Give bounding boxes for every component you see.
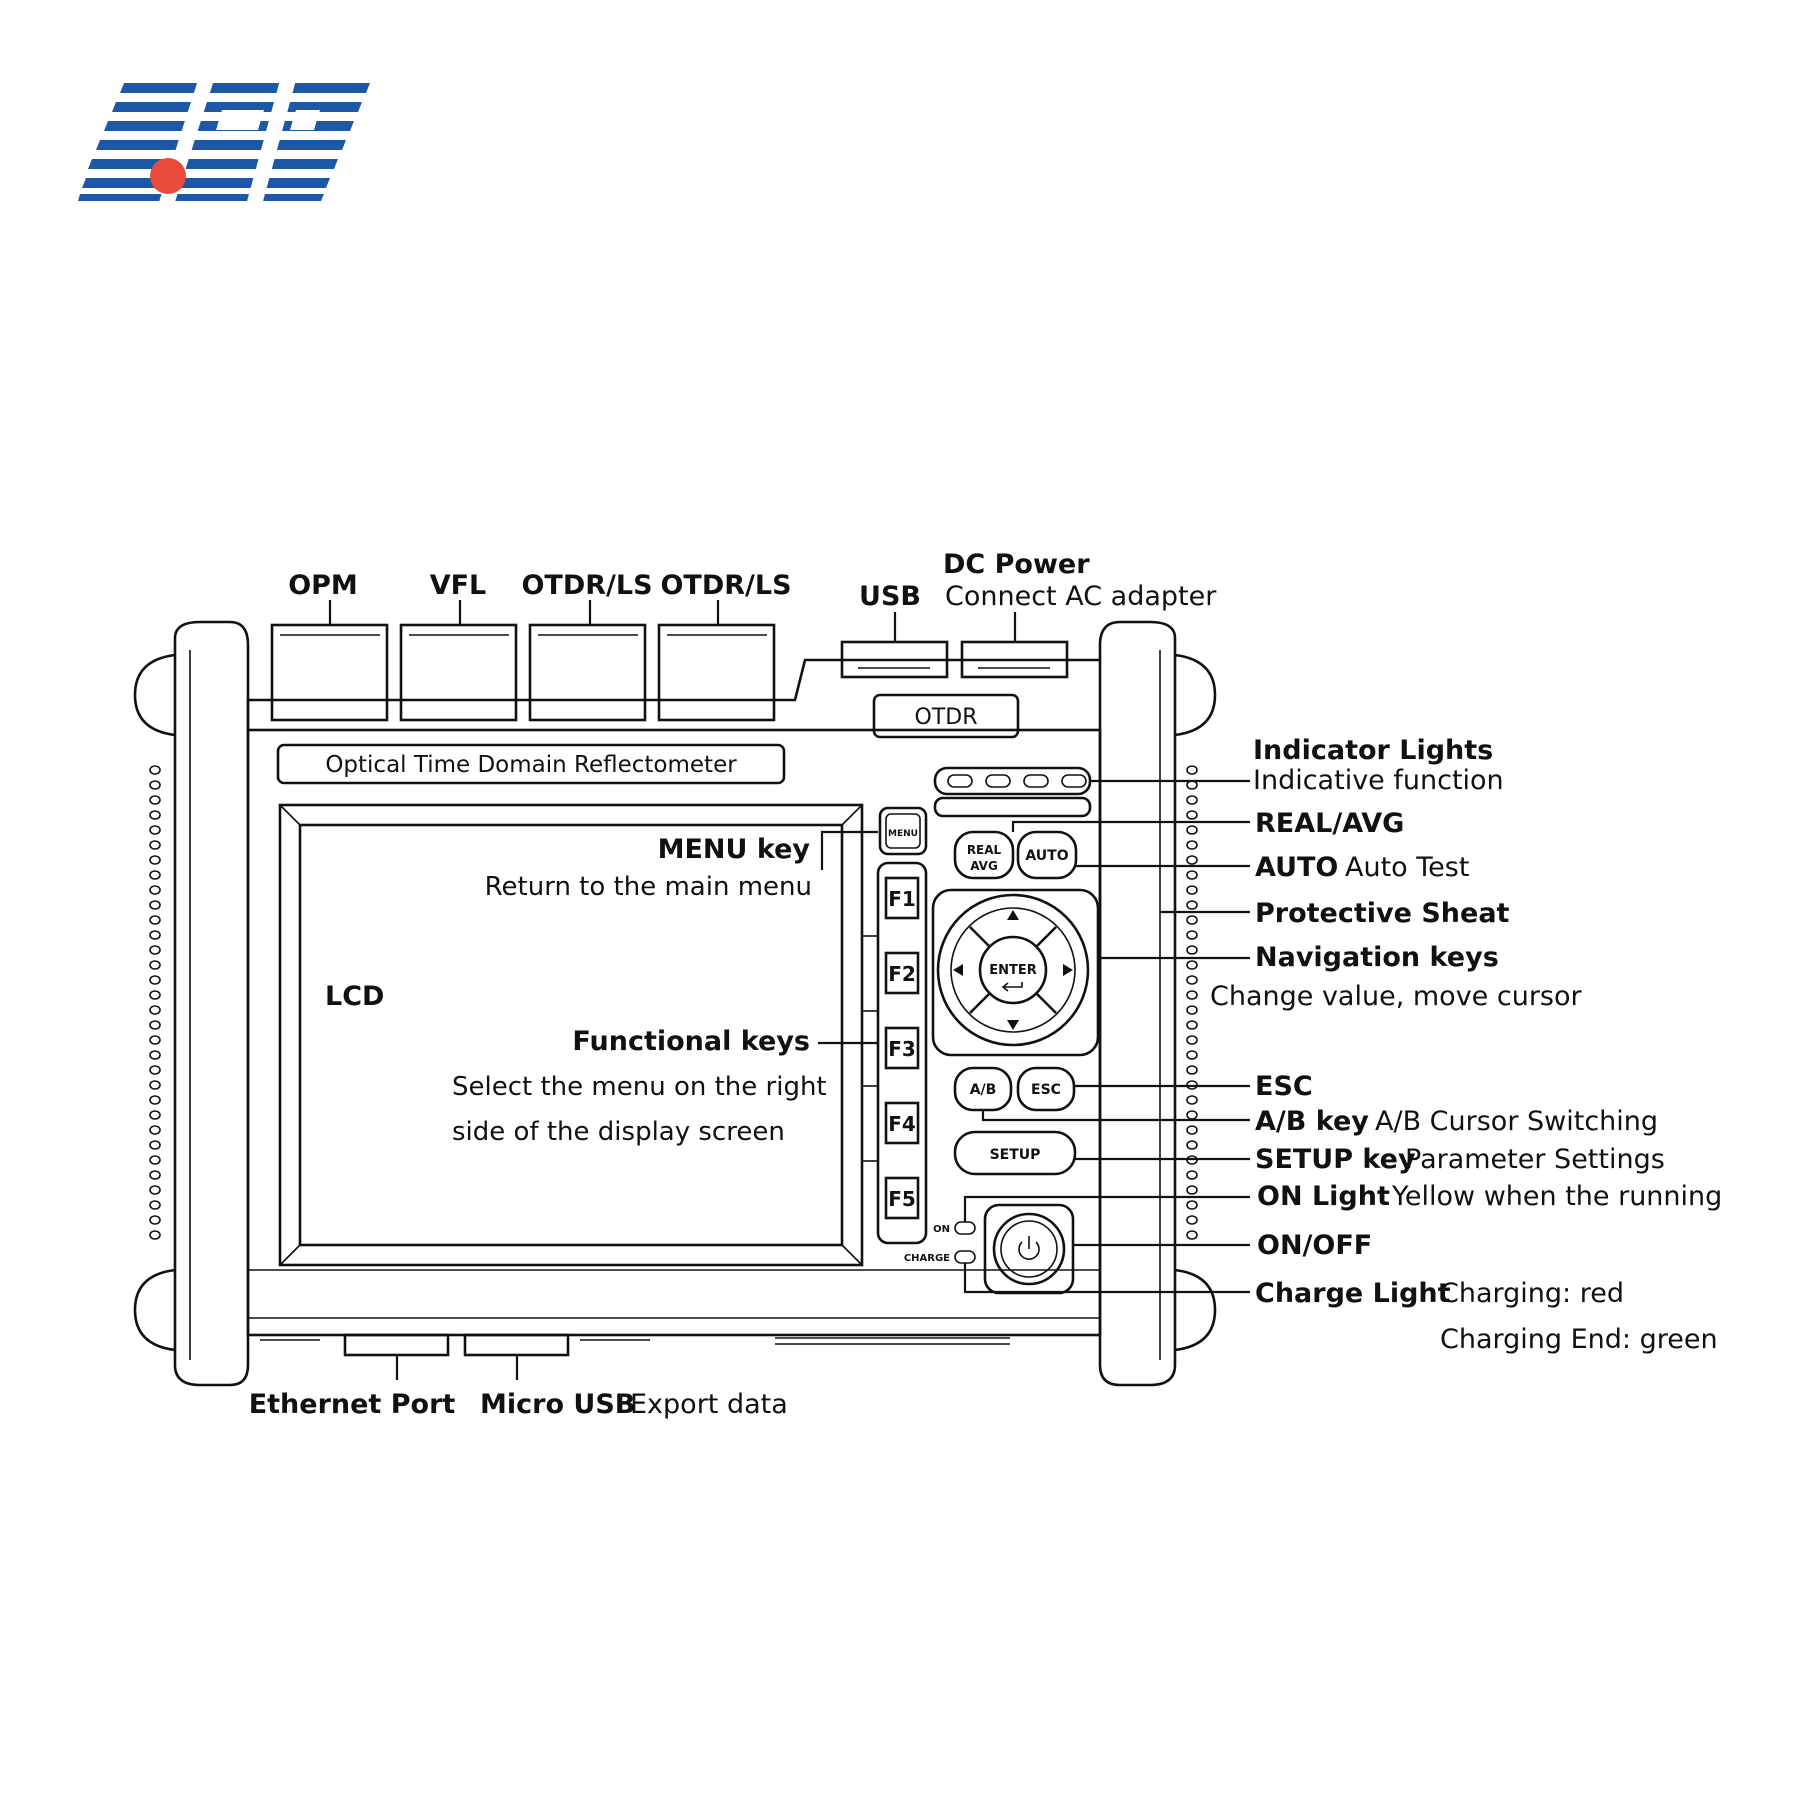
auto-button-label: AUTO — [1025, 848, 1068, 864]
function-key-label: F5 — [888, 1187, 916, 1211]
label-dc-power-desc: Connect AC adapter — [945, 581, 1217, 612]
power-button[interactable] — [992, 1212, 1066, 1286]
label-charge-light: Charge Light — [1255, 1278, 1451, 1309]
function-key-strip — [876, 861, 928, 1245]
nav-up-arrow[interactable] — [1007, 910, 1019, 920]
label-navigation-keys: Navigation keys — [1255, 942, 1499, 973]
function-key-label: F4 — [888, 1112, 916, 1136]
enter-button[interactable] — [978, 935, 1048, 1005]
real-avg-label-1: REAL — [967, 843, 1002, 857]
label-indicator-lights: Indicator Lights — [1253, 735, 1493, 766]
company-logo — [78, 80, 370, 205]
label-otdr-ls-1: OTDR/LS — [521, 570, 652, 601]
otdr-badge — [872, 693, 1020, 739]
label-micro-usb-desc: Export data — [630, 1389, 788, 1420]
label-esc: ESC — [1255, 1071, 1313, 1102]
menu-button[interactable] — [878, 806, 928, 856]
label-menu-key: MENU key — [658, 834, 811, 865]
esc-button-label: ESC — [1031, 1082, 1061, 1098]
left-bumper — [173, 620, 250, 1387]
micro-usb-port[interactable] — [463, 1333, 570, 1357]
function-key-label: F3 — [888, 1037, 916, 1061]
ab-button-label: A/B — [970, 1082, 997, 1098]
opm-port[interactable] — [270, 623, 389, 722]
charge-indicator-light — [954, 1250, 976, 1264]
label-on-light-desc: Yellow when the running — [1391, 1181, 1722, 1212]
device-chassis — [246, 728, 1102, 1337]
label-on-light: ON Light — [1257, 1181, 1390, 1212]
label-ab-key: A/B key — [1255, 1106, 1369, 1137]
setup-button[interactable] — [953, 1130, 1077, 1176]
menu-button-label: MENU — [888, 829, 918, 839]
lcd-screen — [278, 803, 864, 1267]
label-protective-sheath: Protective Sheat — [1255, 898, 1510, 929]
right-bumper — [1098, 620, 1177, 1387]
otdr-ls-port-1[interactable] — [528, 623, 647, 722]
label-usb: USB — [859, 581, 921, 612]
otdr-ls-port-2[interactable] — [657, 623, 776, 722]
leader-lines — [328, 600, 1250, 1380]
label-charge-light-desc-2: Charging End: green — [1440, 1324, 1718, 1355]
label-indicator-lights-desc: Indicative function — [1253, 765, 1504, 796]
function-key-f4[interactable]: F4 — [884, 1101, 920, 1145]
label-setup-key: SETUP key — [1255, 1144, 1416, 1175]
label-functional-keys: Functional keys — [572, 1026, 810, 1057]
on-indicator-light — [954, 1221, 976, 1235]
label-vfl: VFL — [430, 570, 487, 601]
esc-button[interactable] — [1016, 1066, 1076, 1112]
nav-down-arrow[interactable] — [1007, 1020, 1019, 1030]
label-functional-keys-desc-1: Select the menu on the right — [452, 1072, 827, 1102]
label-on-off: ON/OFF — [1257, 1230, 1372, 1261]
logo-red-dot — [150, 158, 186, 194]
charge-indicator-label: CHARGE — [904, 1253, 950, 1264]
function-key-f5[interactable]: F5 — [884, 1176, 920, 1220]
auto-button[interactable] — [1016, 830, 1078, 880]
label-menu-key-desc: Return to the main menu — [485, 872, 812, 902]
nav-left-arrow[interactable] — [953, 964, 963, 976]
label-auto: AUTO — [1255, 852, 1338, 883]
function-key-f2[interactable]: F2 — [884, 951, 920, 995]
panel-title-frame — [276, 743, 786, 785]
function-key-label: F2 — [888, 962, 916, 986]
otdr-device: OTDR Optical Time Domain Reflectometer M… — [133, 620, 1217, 1387]
label-ab-key-desc: A/B Cursor Switching — [1375, 1106, 1658, 1137]
label-otdr-ls-2: OTDR/LS — [660, 570, 791, 601]
setup-button-label: SETUP — [990, 1147, 1041, 1163]
real-avg-label-2: AVG — [970, 859, 998, 873]
function-key-label: F1 — [888, 887, 916, 911]
right-top-handle — [1174, 653, 1217, 737]
right-bottom-handle — [1174, 1268, 1217, 1352]
function-key-f3[interactable]: F3 — [884, 1026, 920, 1070]
vfl-port[interactable] — [399, 623, 518, 722]
function-key-f1[interactable]: F1 — [884, 876, 920, 920]
callout-labels: OPM VFL OTDR/LS OTDR/LS USB DC Power Con… — [249, 549, 1723, 1420]
label-charge-light-desc-1: Charging: red — [1440, 1278, 1624, 1309]
label-opm: OPM — [288, 570, 358, 601]
label-ethernet-port: Ethernet Port — [249, 1389, 456, 1420]
indicator-lights — [933, 766, 1092, 818]
label-setup-key-desc: Parameter Settings — [1405, 1144, 1665, 1175]
power-icon — [1018, 1236, 1040, 1260]
label-functional-keys-desc-2: side of the display screen — [452, 1117, 785, 1147]
enter-button-label: ENTER — [989, 963, 1037, 978]
label-auto-desc: Auto Test — [1345, 852, 1469, 883]
nav-right-arrow[interactable] — [1063, 964, 1073, 976]
otdr-badge-text: OTDR — [915, 705, 978, 730]
real-avg-button[interactable] — [953, 830, 1015, 880]
label-dc-power: DC Power — [943, 549, 1090, 580]
panel-title: Optical Time Domain Reflectometer — [325, 752, 737, 778]
label-micro-usb: Micro USB — [480, 1389, 635, 1420]
navigation-pad[interactable] — [936, 893, 1090, 1047]
label-navigation-keys-desc: Change value, move cursor — [1210, 981, 1583, 1012]
left-bottom-handle — [133, 1268, 176, 1352]
label-lcd: LCD — [325, 981, 384, 1012]
label-real-avg: REAL/AVG — [1255, 808, 1404, 839]
on-indicator-label: ON — [933, 1224, 950, 1235]
left-top-handle — [133, 653, 176, 737]
navigation-pad-frame — [931, 888, 1100, 1057]
ethernet-port[interactable] — [343, 1333, 450, 1357]
